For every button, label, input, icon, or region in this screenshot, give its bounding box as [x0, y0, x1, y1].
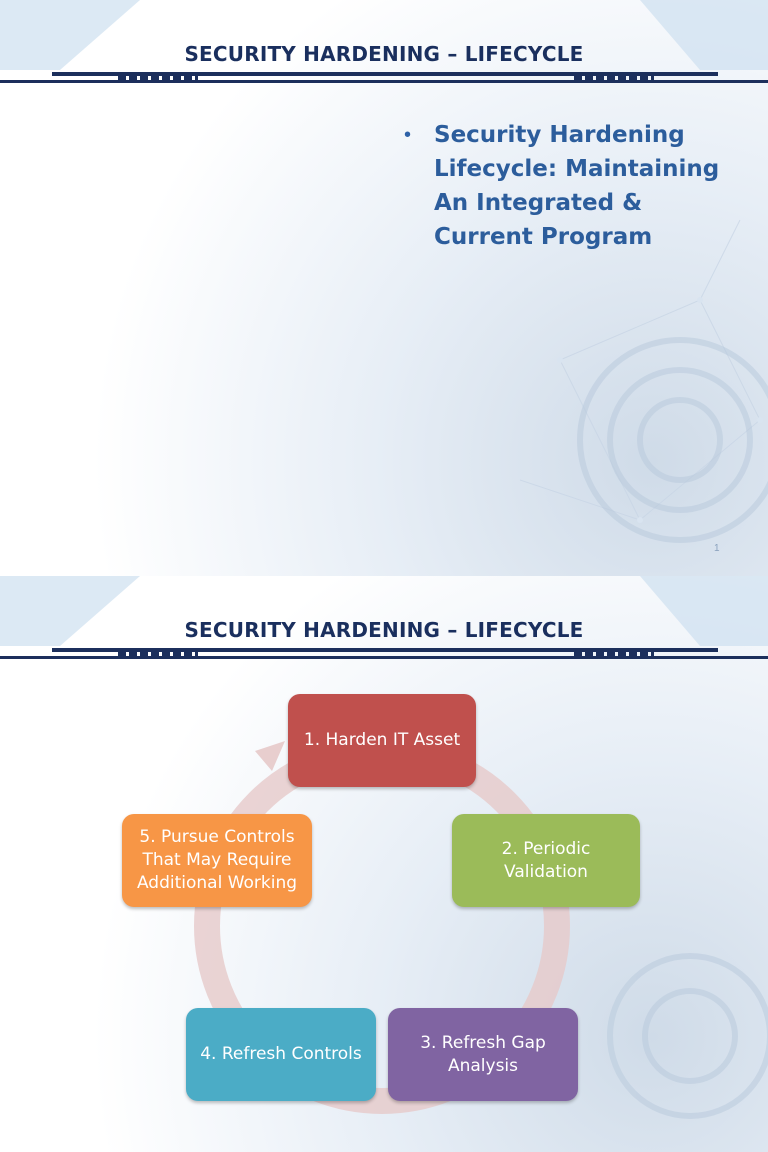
- cycle-step-label: 4. Refresh Controls: [200, 1044, 362, 1064]
- slide-1: SECURITY HARDENING – LIFECYCLE • Securit…: [0, 0, 768, 576]
- page-number: 1: [714, 543, 720, 554]
- slide-title: SECURITY HARDENING – LIFECYCLE: [184, 618, 584, 642]
- cycle-step-4: 4. Refresh Controls: [186, 1008, 376, 1101]
- cycle-step-5: 5. Pursue Controls That May Require Addi…: [122, 814, 312, 907]
- cycle-step-label: 1. Harden IT Asset: [303, 730, 461, 750]
- bullet-text: Security Hardening Lifecycle: Maintainin…: [434, 122, 720, 250]
- cycle-step-3: 3. Refresh Gap Analysis: [388, 1008, 578, 1101]
- cycle-step-1: 1. Harden IT Asset: [288, 694, 476, 787]
- bullet-item: • Security Hardening Lifecycle: Maintain…: [404, 118, 744, 254]
- title-bar: [52, 648, 718, 652]
- network-background-graphic: [0, 0, 768, 543]
- bullet-dot-icon: •: [404, 124, 412, 146]
- slide-title: SECURITY HARDENING – LIFECYCLE: [184, 42, 584, 66]
- cycle-step-2: 2. Periodic Validation: [452, 814, 640, 907]
- title-bar: [52, 72, 718, 76]
- cycle-step-label: 3. Refresh Gap Analysis: [420, 1032, 546, 1076]
- network-background-graphic: [0, 576, 768, 1119]
- slide-2: SECURITY HARDENING – LIFECYCLE 1. Harden…: [0, 576, 768, 1152]
- title-bar-dashes-left: [118, 652, 198, 656]
- cycle-arrow-icon: [255, 741, 285, 771]
- title-bar-dashes-right: [574, 76, 654, 80]
- cycle-step-label: 2. Periodic Validation: [501, 838, 591, 882]
- title-rule: [0, 80, 768, 83]
- title-rule: [0, 656, 768, 659]
- cycle-step-label: 5. Pursue Controls That May Require Addi…: [136, 827, 298, 893]
- title-bar-dashes-right: [574, 652, 654, 656]
- title-bar-dashes-left: [118, 76, 198, 80]
